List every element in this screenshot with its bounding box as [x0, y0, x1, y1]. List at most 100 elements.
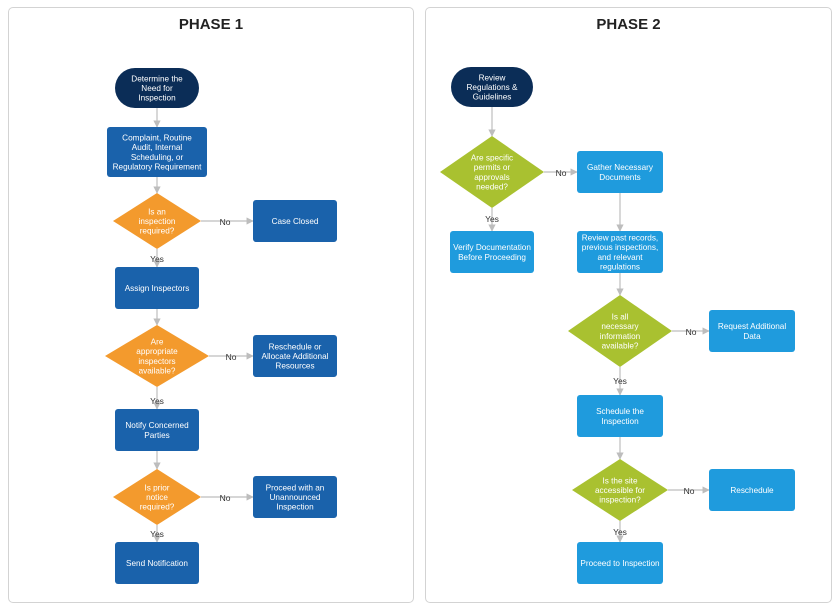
edge-label-no: No	[556, 168, 567, 178]
node-label-line: Is an	[148, 207, 166, 216]
edge-label-yes: Yes	[613, 376, 627, 386]
node-label-line: Schedule the	[596, 407, 644, 416]
node-label-line: approvals	[474, 173, 510, 182]
process-shape	[115, 267, 199, 309]
edge-label-no: No	[226, 352, 237, 362]
edge-label-yes: Yes	[150, 396, 164, 406]
process-shape	[115, 409, 199, 451]
edge-label-yes: Yes	[485, 214, 499, 224]
node-label-line: Parties	[144, 431, 169, 440]
edge-label-yes: Yes	[150, 254, 164, 264]
node-label-line: Gather Necessary	[587, 163, 654, 172]
process-shape	[577, 395, 663, 437]
process-shape	[450, 231, 534, 273]
terminal-shape	[451, 67, 533, 107]
node-label-line: inspection	[139, 217, 176, 226]
phase2-node-proceed: Proceed to Inspection	[577, 542, 663, 584]
decision-shape	[440, 136, 544, 208]
node-label-line: needed?	[476, 182, 508, 191]
process-shape	[115, 542, 199, 584]
node-label-line: Resources	[275, 362, 314, 371]
phase2-node-review: Review past records,previous inspections…	[577, 231, 663, 273]
phase1-node-assign: Assign Inspectors	[115, 267, 199, 309]
node-label-line: information	[600, 332, 641, 341]
node-label-line: Regulatory Requirement	[113, 162, 202, 171]
node-label-line: appropriate	[136, 347, 178, 356]
node-label-line: Is prior	[144, 483, 169, 492]
edge-label-yes: Yes	[613, 527, 627, 537]
node-label-line: Audit, Internal	[132, 143, 183, 152]
phase1-node-send: Send Notification	[115, 542, 199, 584]
node-label-line: Determine the	[131, 74, 183, 83]
phase1-panel	[8, 7, 414, 603]
process-shape	[253, 200, 337, 242]
process-shape	[253, 335, 337, 377]
edge-label-no: No	[220, 493, 231, 503]
decision-shape	[572, 459, 668, 521]
node-label-line: Review past records,	[582, 234, 658, 243]
edge-label-no: No	[220, 217, 231, 227]
node-label-line: Request Additional	[718, 322, 786, 331]
phase1-node-case-closed: Case Closed	[253, 200, 337, 242]
node-label-line: Send Notification	[126, 559, 188, 568]
node-label-line: Guidelines	[473, 93, 512, 102]
decision-shape	[105, 325, 209, 387]
node-label-line: Complaint, Routine	[122, 134, 192, 143]
node-label-line: Assign Inspectors	[125, 284, 190, 293]
node-label-line: inspectors	[138, 357, 175, 366]
node-label-line: Need for	[141, 84, 173, 93]
node-label-line: Inspection	[138, 94, 176, 103]
edge-label-yes: Yes	[150, 529, 164, 539]
edge-label-no: No	[686, 327, 697, 337]
process-shape	[577, 231, 663, 273]
node-label-line: Inspection	[601, 417, 639, 426]
node-label-line: Allocate Additional	[262, 352, 329, 361]
node-label-line: inspection?	[599, 496, 641, 505]
terminal-shape	[115, 68, 199, 108]
node-label-line: available?	[139, 366, 176, 375]
node-label-line: necessary	[601, 322, 639, 331]
node-label-line: Documents	[599, 173, 640, 182]
decision-shape	[113, 469, 201, 525]
process-shape	[107, 127, 207, 177]
node-label-line: regulations	[600, 262, 640, 271]
node-label-line: required?	[140, 503, 175, 512]
node-label-line: Scheduling, or	[131, 153, 184, 162]
decision-shape	[113, 193, 201, 249]
node-label-line: Are	[151, 338, 164, 347]
decision-shape	[568, 295, 672, 367]
node-label-line: notice	[146, 493, 168, 502]
process-shape	[709, 310, 795, 352]
node-label-line: Reschedule or	[269, 342, 322, 351]
node-label-line: Verify Documentation	[453, 243, 531, 252]
node-label-line: previous inspections,	[582, 243, 658, 252]
node-label-line: Data	[743, 332, 761, 341]
node-label-line: accessible for	[595, 486, 645, 495]
node-label-line: Regulations &	[467, 83, 519, 92]
node-label-line: Unannounced	[270, 493, 321, 502]
edge-label-no: No	[684, 486, 695, 496]
process-shape	[709, 469, 795, 511]
phase2-node-reschedule: Reschedule	[709, 469, 795, 511]
node-label-line: Is all	[612, 313, 629, 322]
node-label-line: permits or	[474, 163, 511, 172]
node-label-line: Reschedule	[730, 486, 774, 495]
node-label-line: and relevant	[597, 253, 643, 262]
process-shape	[253, 476, 337, 518]
node-label-line: Notify Concerned	[125, 421, 189, 430]
